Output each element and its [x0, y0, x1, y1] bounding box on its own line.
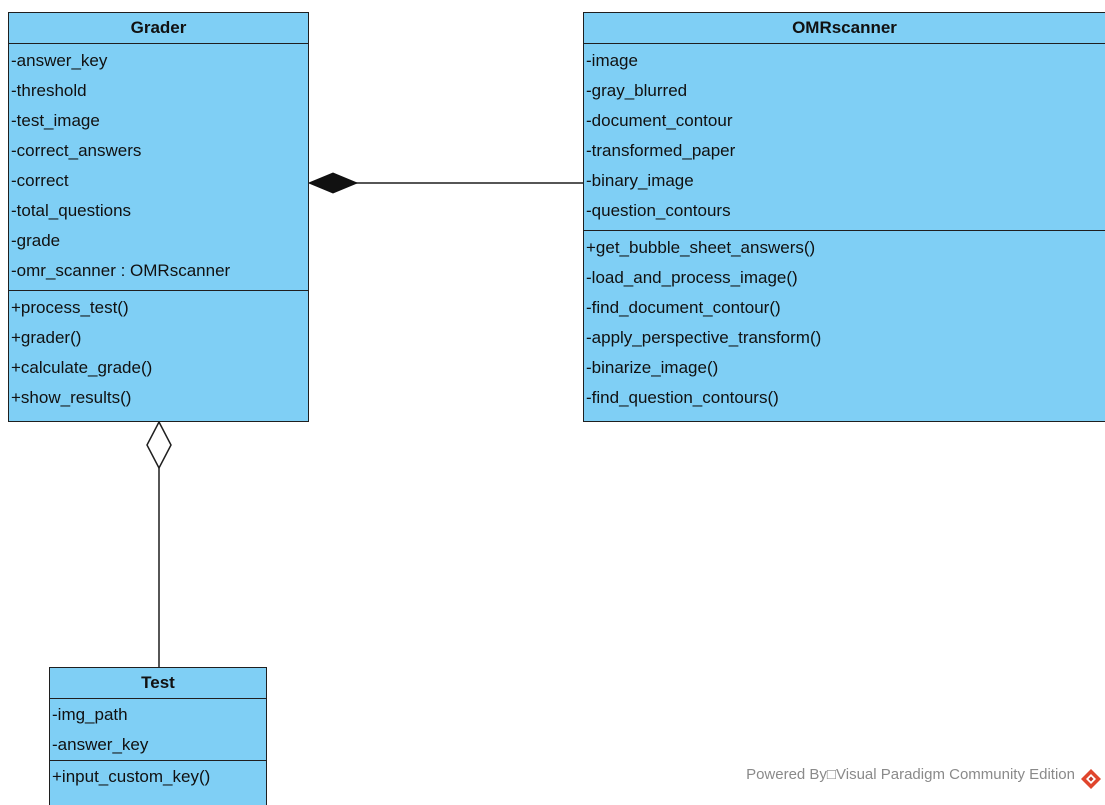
- operation: +process_test(): [11, 298, 129, 317]
- operation: +calculate_grade(): [11, 358, 153, 377]
- operation: -find_document_contour(): [586, 298, 781, 317]
- attribute: -test_image: [11, 111, 100, 130]
- attribute: -document_contour: [586, 111, 733, 130]
- operation: -binarize_image(): [586, 358, 719, 377]
- attribute: -answer_key: [11, 51, 108, 70]
- operation: +show_results(): [11, 388, 132, 407]
- attribute: -total_questions: [11, 201, 132, 220]
- attribute: -omr_scanner : OMRscanner: [11, 261, 231, 280]
- operations-compartment: +process_test() +grader() +calculate_gra…: [9, 290, 308, 417]
- attribute: -threshold: [11, 81, 87, 100]
- operation: -find_question_contours(): [586, 388, 779, 407]
- operation: +get_bubble_sheet_answers(): [586, 238, 816, 257]
- attribute: -question_contours: [586, 201, 731, 220]
- attribute: -binary_image: [586, 171, 694, 190]
- attribute: -image: [586, 51, 638, 70]
- class-name: Grader: [9, 13, 308, 44]
- attributes-compartment: -img_path -answer_key: [50, 699, 266, 760]
- operations-compartment: +get_bubble_sheet_answers() -load_and_pr…: [584, 230, 1105, 417]
- attribute: -correct: [11, 171, 69, 190]
- attributes-compartment: -answer_key -threshold -test_image -corr…: [9, 44, 308, 290]
- class-test[interactable]: Test -img_path -answer_key +input_custom…: [49, 667, 267, 805]
- class-omrscanner[interactable]: OMRscanner -image -gray_blurred -documen…: [583, 12, 1105, 422]
- class-grader[interactable]: Grader -answer_key -threshold -test_imag…: [8, 12, 309, 422]
- watermark-text: Powered By□Visual Paradigm Community Edi…: [746, 766, 1075, 783]
- attributes-compartment: -image -gray_blurred -document_contour -…: [584, 44, 1105, 230]
- composition-diamond: [307, 172, 359, 194]
- operation: +input_custom_key(): [52, 767, 211, 786]
- class-name: Test: [50, 668, 266, 699]
- class-name: OMRscanner: [584, 13, 1105, 44]
- operations-compartment: +input_custom_key(): [50, 760, 266, 792]
- attribute: -grade: [11, 231, 61, 250]
- attribute: -correct_answers: [11, 141, 142, 160]
- attribute: -img_path: [52, 705, 128, 724]
- attribute: -answer_key: [52, 735, 149, 754]
- operation: -load_and_process_image(): [586, 268, 798, 287]
- attribute: -transformed_paper: [586, 141, 736, 160]
- attribute: -gray_blurred: [586, 81, 688, 100]
- visual-paradigm-logo-icon: [1080, 768, 1102, 795]
- aggregation-diamond: [146, 420, 172, 470]
- operation: -apply_perspective_transform(): [586, 328, 822, 347]
- operation: +grader(): [11, 328, 82, 347]
